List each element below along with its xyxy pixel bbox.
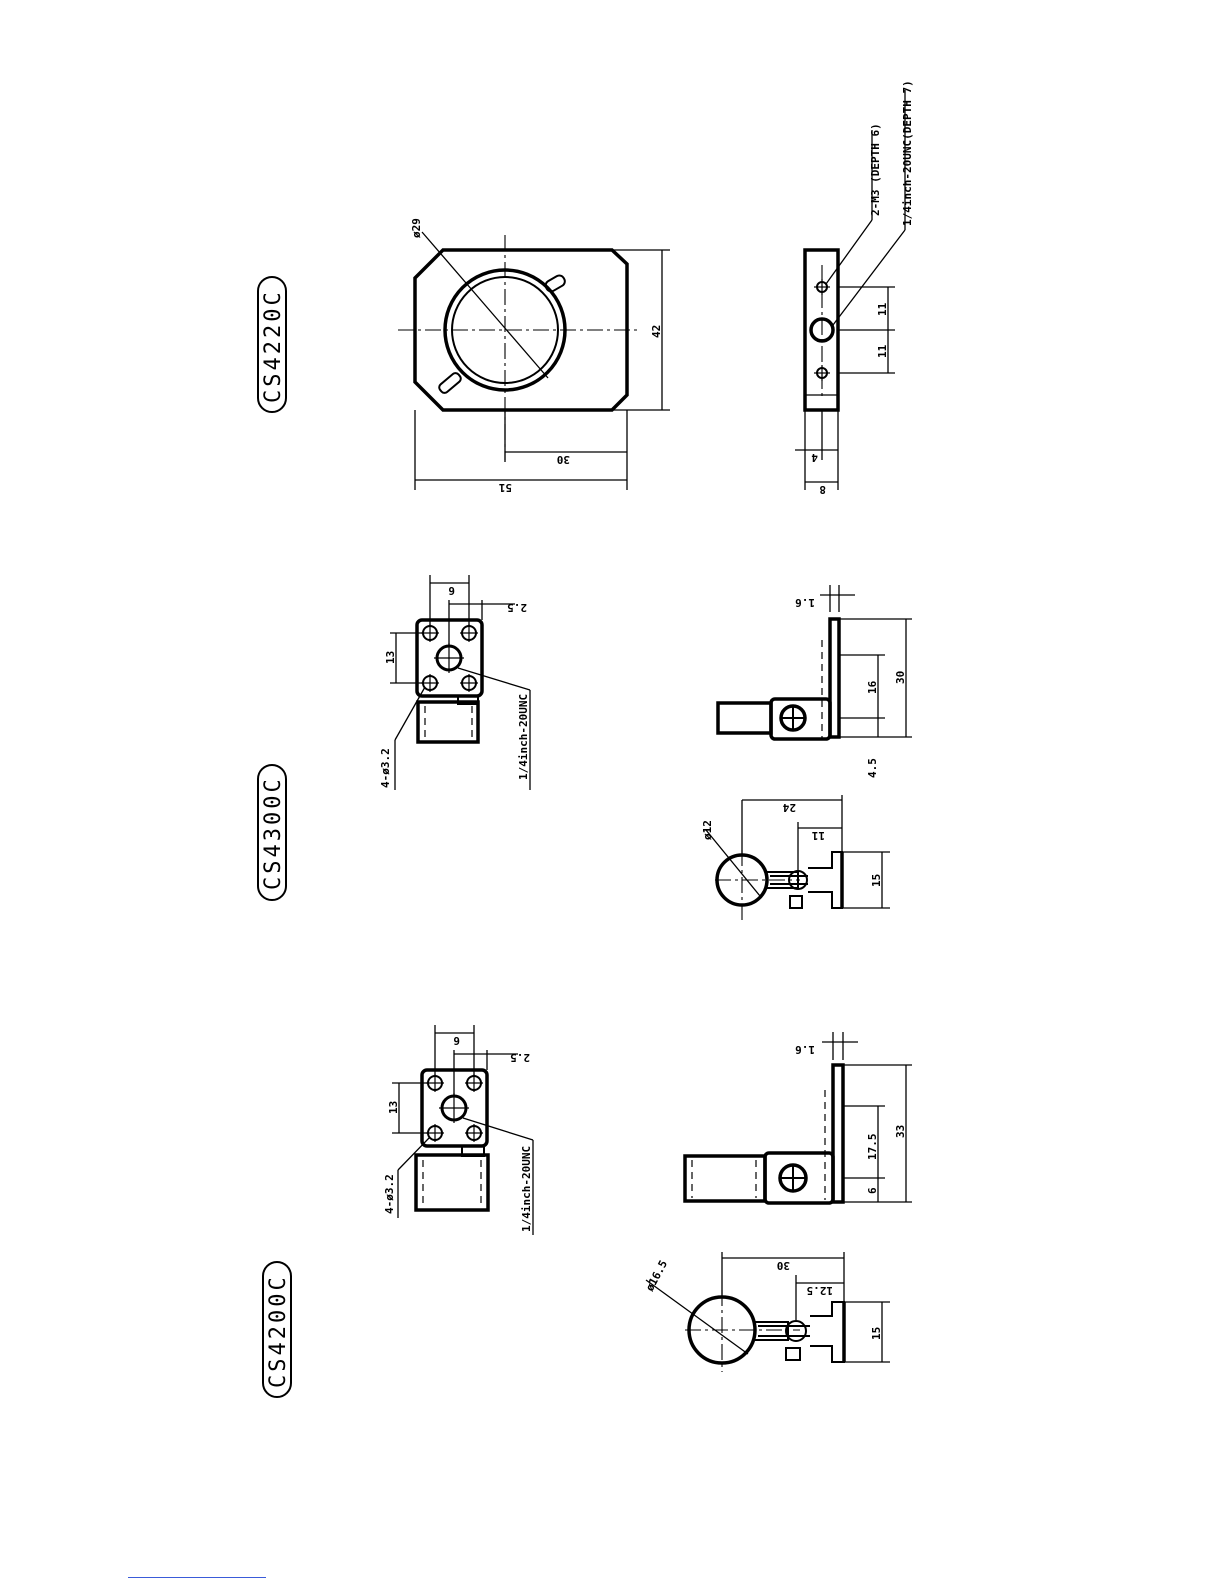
model-label-text: CS4220C (261, 289, 286, 403)
model-label-cs4220c: CS4220C (258, 277, 286, 412)
dim-bore-diameter: ø29 (410, 218, 423, 238)
dim-hole-pitch-x: 13 (387, 1101, 400, 1114)
plate-front-view: ø29 (398, 218, 640, 460)
dim-pitch-a: 11 (876, 302, 889, 316)
dim-total-height: 30 (777, 1259, 790, 1272)
dim-clamp-height: 11 (811, 829, 825, 842)
dim-length-offset: 4.5 (866, 758, 879, 778)
dim-plate-thickness: 1.6 (795, 596, 815, 609)
model-cs4200c: CS4200C 13 (263, 1025, 912, 1397)
dim-length-mid: 16 (866, 680, 879, 694)
side-view-dimensions: 1.6 33 17.5 6 (795, 1032, 912, 1202)
model-cs4220c: CS4220C ø29 42 51 (258, 80, 914, 496)
side-view-dimensions: 1.6 30 16 4.5 (795, 585, 912, 778)
dim-height: 42 (650, 325, 663, 338)
top-view-dimensions: 13 6 2.5 4-ø3.2 1/4inch-20UNC (383, 1025, 533, 1235)
model-label-text: CS4200C (266, 1274, 291, 1388)
note-unc-thread: 1/4inch-20UNC(DEPTH 7) (901, 80, 914, 226)
dim-length-offset: 6 (866, 1187, 879, 1194)
dim-plate-thickness: 1.6 (795, 1043, 815, 1056)
dim-hole-pitch-y: 6 (448, 584, 455, 597)
side-view-dimensions: 11 11 8 4 2-M3 (DEPTH 6) 1/4inch-20UNC(D… (795, 80, 914, 496)
note-holes: 4-ø3.2 (383, 1174, 396, 1214)
dim-base: 15 (870, 874, 883, 887)
top-view-dimensions: 13 6 2.5 4-ø3.2 1/4inch-20UNC (379, 575, 530, 790)
model-label-text: CS4300C (261, 776, 286, 890)
dim-half-width: 30 (557, 453, 570, 466)
dim-length-mid: 17.5 (866, 1134, 879, 1161)
dim-total-height: 24 (782, 801, 796, 814)
model-label-cs4300c: CS4300C (258, 765, 286, 900)
footer-link-underline (128, 1577, 266, 1578)
dim-hole-pitch-x: 13 (384, 651, 397, 664)
dim-length-total: 30 (894, 671, 907, 684)
model-cs4300c: CS4300C 13 (258, 575, 912, 920)
dim-thickness: 8 (819, 483, 826, 496)
dim-hole-pitch-y: 6 (453, 1034, 460, 1047)
dim-clamp-height: 12.5 (807, 1284, 834, 1297)
note-m3-thread: 2-M3 (DEPTH 6) (869, 123, 882, 216)
dim-edge: 2.5 (510, 1051, 530, 1064)
dim-edge: 2.5 (507, 601, 527, 614)
dim-pitch-b: 11 (876, 344, 889, 358)
note-thread: 1/4inch-20UNC (520, 1146, 533, 1232)
clamp-end-view: ø16.5 (643, 1258, 844, 1372)
model-label-cs4200c: CS4200C (263, 1262, 291, 1397)
dim-ring-diameter: ø12 (701, 820, 714, 840)
note-holes: 4-ø3.2 (379, 748, 392, 788)
dim-length-total: 33 (894, 1125, 907, 1138)
dim-base: 15 (870, 1327, 883, 1340)
note-thread: 1/4inch-20UNC (517, 694, 530, 780)
dim-width: 51 (498, 481, 512, 494)
bracket-side-view (718, 619, 839, 740)
dim-offset: 4 (811, 451, 818, 464)
dim-ring-diameter: ø16.5 (643, 1258, 670, 1293)
bracket-side-view (685, 1065, 843, 1203)
